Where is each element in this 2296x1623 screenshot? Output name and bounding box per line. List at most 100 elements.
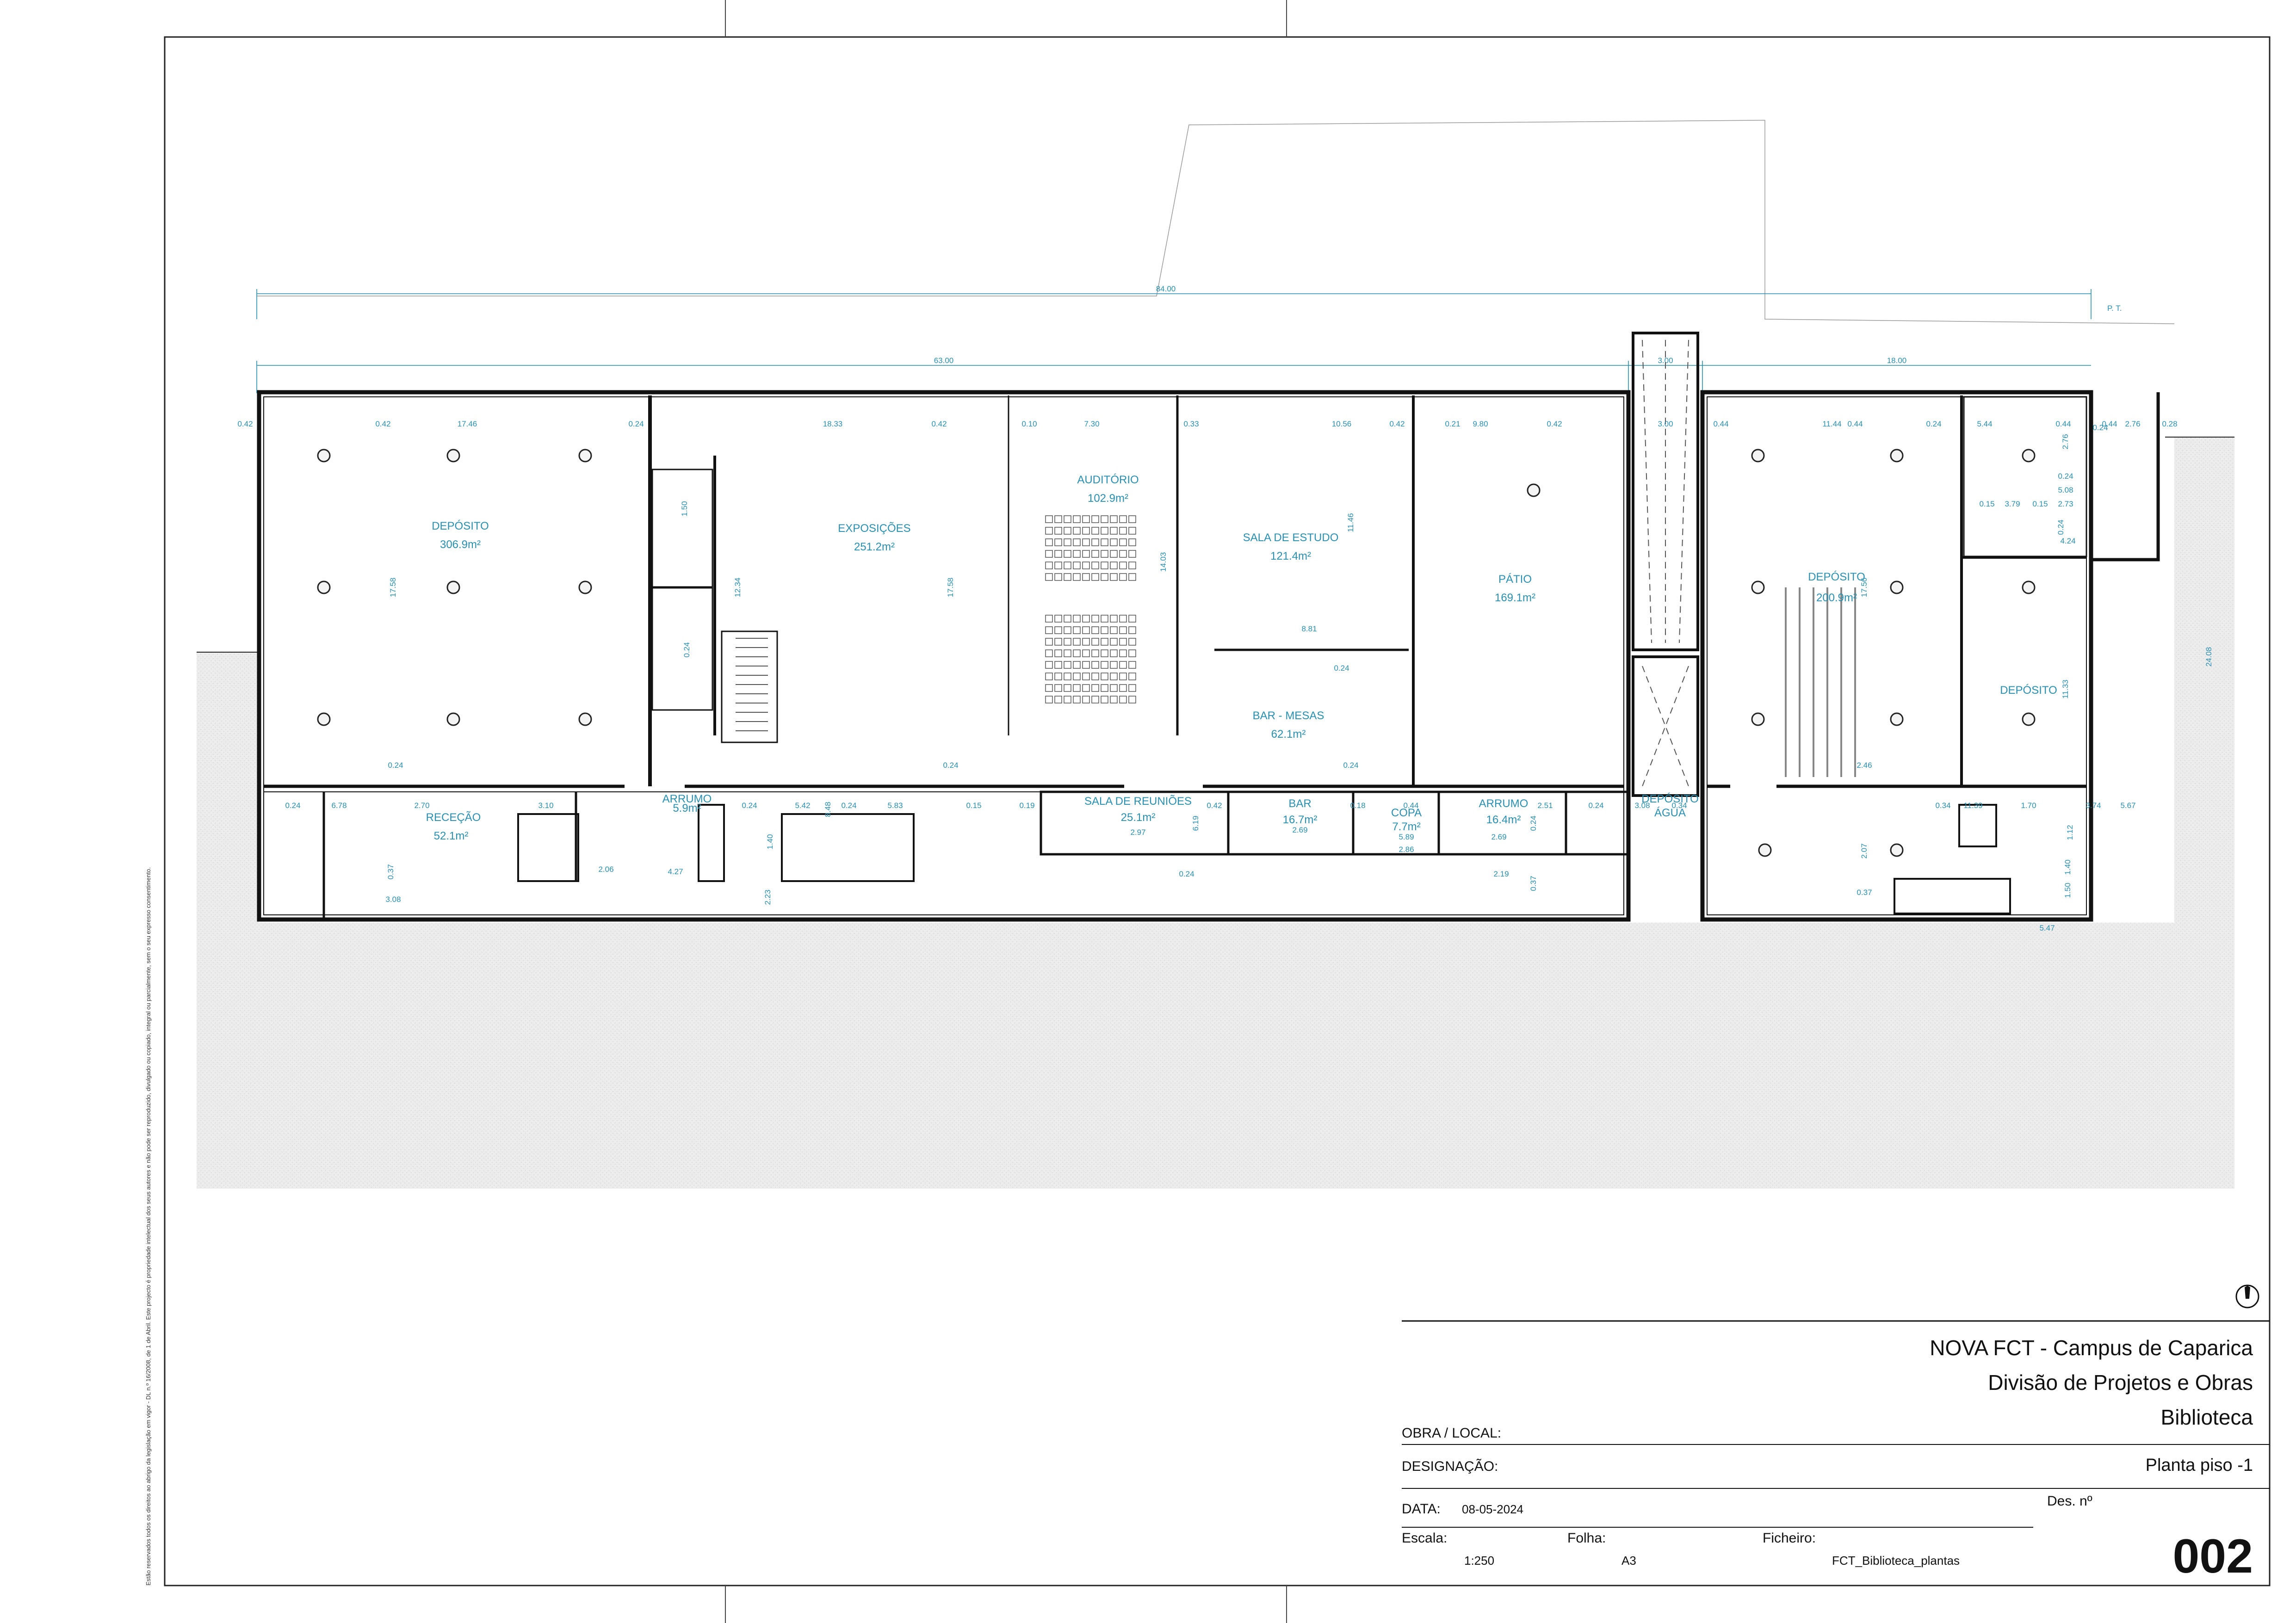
auditorium-seat bbox=[1045, 515, 1053, 523]
auditorium-seat bbox=[1101, 550, 1108, 558]
dimension-label: 2.97 bbox=[1130, 828, 1145, 837]
dimension-label: 0.24 bbox=[2058, 472, 2073, 481]
dimension-label: 1.40 bbox=[766, 834, 774, 849]
auditorium-seat bbox=[1045, 673, 1053, 680]
auditorium-seat bbox=[1054, 638, 1062, 646]
auditorium-seat bbox=[1064, 615, 1071, 623]
auditorium-seat bbox=[1091, 626, 1099, 634]
column-marker bbox=[1890, 843, 1904, 857]
auditorium-seat bbox=[1082, 515, 1090, 523]
dimension-label: 6.19 bbox=[1191, 815, 1200, 831]
dimension-label: 5.42 bbox=[795, 801, 810, 810]
auditorium-seat bbox=[1119, 696, 1127, 704]
auditorium-seat bbox=[1054, 515, 1062, 523]
dimension-label: 0.24 bbox=[1926, 420, 1941, 428]
dimension-label: 11.33 bbox=[2061, 679, 2070, 698]
auditorium-seat bbox=[1073, 684, 1081, 692]
auditorium-seat bbox=[1091, 550, 1099, 558]
dimension-label: 0.34 bbox=[1935, 801, 1950, 810]
auditorium-seat bbox=[1119, 638, 1127, 646]
column-marker bbox=[1890, 580, 1904, 594]
room-area-copa: 7.7m² bbox=[1392, 821, 1420, 833]
dimension-label: 1.50 bbox=[2063, 882, 2072, 898]
auditorium-seat bbox=[1082, 550, 1090, 558]
room-name-patio: PÁTIO bbox=[1498, 573, 1532, 586]
core-dimension: 3.00 bbox=[1658, 356, 1673, 365]
auditorium-seat bbox=[1091, 696, 1099, 704]
room-area-sala-reunioes: 25.1m² bbox=[1121, 811, 1156, 824]
auditorium-seat bbox=[1064, 515, 1071, 523]
dimension-label: 11.46 bbox=[1346, 513, 1355, 532]
dimension-label: 0.24 bbox=[2092, 423, 2108, 432]
data-value: 08-05-2024 bbox=[1462, 1502, 1523, 1516]
auditorium-seat bbox=[1045, 527, 1053, 535]
top-dimensions: 84.00 P. T. 63.00 3.00 18.00 bbox=[256, 284, 2122, 393]
dimension-label: 0.42 bbox=[237, 420, 253, 428]
dimension-label: 3.00 bbox=[1658, 420, 1673, 428]
auditorium-seat bbox=[1128, 649, 1136, 657]
dimension-label: 12.34 bbox=[733, 578, 742, 598]
dimension-label: 0.42 bbox=[1389, 420, 1405, 428]
data-label: DATA: bbox=[1402, 1501, 1441, 1517]
auditorium-seat bbox=[1091, 684, 1099, 692]
room-area-bar-mesas: 62.1m² bbox=[1271, 728, 1306, 741]
auditorium-seat bbox=[1119, 626, 1127, 634]
dimension-label: 0.44 bbox=[1847, 420, 1863, 428]
column-marker bbox=[578, 449, 592, 463]
auditorium-seat bbox=[1045, 696, 1053, 704]
column-marker bbox=[446, 712, 460, 726]
column-marker bbox=[1751, 580, 1765, 594]
auditorium-seat bbox=[1110, 515, 1118, 523]
building-dimension: 63.00 bbox=[934, 356, 954, 365]
dimension-label: 4.24 bbox=[2060, 537, 2075, 545]
dimension-label: 17.56 bbox=[1860, 578, 1869, 598]
auditorium-seat bbox=[1128, 696, 1136, 704]
auditorium-seat bbox=[1073, 527, 1081, 535]
dimension-label: 0.19 bbox=[1019, 801, 1034, 810]
auditorium-seat bbox=[1045, 638, 1053, 646]
auditorium-seat bbox=[1064, 626, 1071, 634]
auditorium-seat bbox=[1110, 696, 1118, 704]
auditorium-seat bbox=[1128, 573, 1136, 581]
auditorium-seat bbox=[1119, 573, 1127, 581]
dimension-label: 0.37 bbox=[386, 864, 395, 879]
dimension-label: 0.28 bbox=[2162, 420, 2177, 428]
dimension-label: 2.76 bbox=[2125, 420, 2140, 428]
dimension-label: 2.46 bbox=[1857, 761, 1872, 770]
room-name-deposito-east: DEPÓSITO bbox=[1808, 571, 1865, 583]
dimension-label: 2.23 bbox=[763, 889, 772, 905]
auditorium-seat bbox=[1101, 684, 1108, 692]
auditorium-seat bbox=[1110, 550, 1118, 558]
auditorium-seat bbox=[1110, 661, 1118, 669]
dimension-label: 0.15 bbox=[2032, 500, 2048, 508]
auditorium-seat bbox=[1073, 538, 1081, 546]
dimension-label: 2.86 bbox=[1399, 845, 1414, 854]
auditorium-seat bbox=[1082, 615, 1090, 623]
auditorium-seat bbox=[1045, 684, 1053, 692]
dimension-label: 2.07 bbox=[1860, 843, 1869, 858]
auditorium-seat bbox=[1073, 615, 1081, 623]
auditorium-seat bbox=[1128, 684, 1136, 692]
auditorium-seat bbox=[1064, 573, 1071, 581]
auditorium-seat bbox=[1119, 562, 1127, 569]
ficheiro-value: FCT_Biblioteca_plantas bbox=[1832, 1554, 1960, 1567]
auditorium-seat bbox=[1064, 673, 1071, 680]
auditorium-seat bbox=[1082, 649, 1090, 657]
auditorium-seat bbox=[1101, 626, 1108, 634]
auditorium-seat bbox=[1064, 550, 1071, 558]
dimension-label: 18.33 bbox=[823, 420, 843, 428]
site-ground bbox=[197, 437, 2234, 1189]
auditorium-seat bbox=[1045, 550, 1053, 558]
dimension-label: 8.81 bbox=[1301, 624, 1317, 633]
room-name-deposito-small: DEPÓSITO bbox=[2000, 684, 2057, 697]
auditorium-seat bbox=[1064, 649, 1071, 657]
auditorium-seat bbox=[1110, 562, 1118, 569]
shelving bbox=[1785, 587, 1856, 777]
column-marker bbox=[2022, 580, 2036, 594]
auditorium-seat bbox=[1119, 538, 1127, 546]
room-name-sala-estudo: SALA DE ESTUDO bbox=[1243, 531, 1339, 544]
auditorium-seat bbox=[1073, 649, 1081, 657]
